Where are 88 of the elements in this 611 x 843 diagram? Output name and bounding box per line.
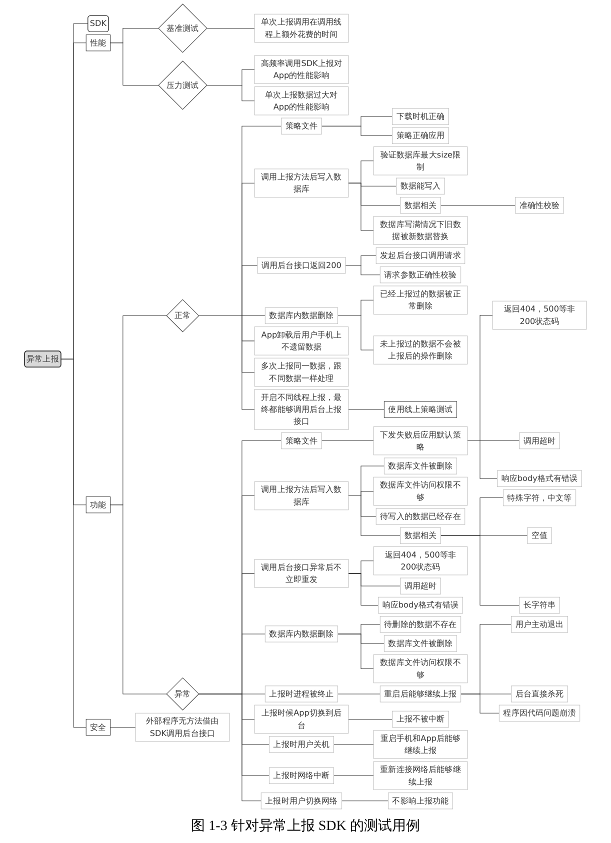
connector — [321, 126, 392, 136]
node-diamond: 异常 — [166, 677, 200, 710]
node-box: 已经上报过的数据被正常删除 — [373, 286, 468, 314]
node-box: 数据库写满情况下旧数据被新数据替换 — [373, 216, 468, 245]
node-box: 上报不被中断 — [392, 710, 449, 728]
node-box: 功能 — [86, 496, 111, 514]
node-box: 空值 — [527, 527, 552, 544]
node-box: 多次上报同一数据，跟不同数据一样处理 — [254, 358, 349, 387]
connector — [348, 409, 384, 410]
node-box: 待删除的数据不存在 — [380, 616, 462, 633]
node-box: 策略正确应用 — [392, 127, 449, 144]
node-box: 响应body格式有错误 — [497, 470, 582, 487]
node-box: 上报时进程被终止 — [264, 686, 338, 702]
connector — [198, 315, 255, 410]
node-box: 未上报过的数据不会被上报后的操作删除 — [373, 336, 468, 364]
node-box: 高频率调用SDK上报对App的性能影响 — [254, 55, 349, 84]
connector — [321, 440, 374, 442]
node-box: 返回404，500等非200状态码 — [373, 546, 468, 576]
node-box: 请求参数正确性校验 — [380, 266, 462, 284]
node-box: 安全 — [86, 718, 111, 736]
node-box: 策略文件 — [281, 118, 322, 134]
node-box: 数据相关 — [400, 196, 441, 214]
connector — [440, 205, 516, 206]
connector — [440, 535, 520, 606]
connector — [334, 744, 374, 745]
connector — [334, 775, 374, 776]
node-box: 调用上报方法后写入数据库 — [254, 168, 349, 198]
node-box: 不影响上报功能 — [388, 792, 454, 810]
node-box: 特殊字符，中文等 — [502, 489, 576, 506]
node-box: 单次上报调用在调用线程上额外花费的时间 — [254, 14, 349, 43]
node-box: 数据库文件被删除 — [384, 635, 458, 652]
connector — [460, 694, 500, 714]
connector — [338, 634, 374, 670]
node-box: 单次上报数据过大对App的性能影响 — [254, 86, 349, 116]
node-box: 数据库文件访问权限不够 — [373, 476, 468, 506]
connector — [198, 694, 262, 802]
node-box: 策略文件 — [281, 432, 322, 450]
node-box: 数据库文件被删除 — [384, 458, 458, 474]
node-box: 数据库内数据删除 — [264, 626, 338, 642]
node-box: 待写入的数据已经存在 — [376, 508, 466, 525]
node-box: 开启不同线程上报，最终都能够调用后台上报接口 — [254, 389, 349, 430]
node-box: 响应body格式有错误 — [378, 596, 463, 614]
connector — [348, 718, 392, 720]
connector — [345, 265, 380, 276]
node-box: 使用线上策略测试 — [384, 401, 458, 418]
node-box: 下发失败后应用默认策略 — [373, 426, 468, 456]
node-box: 重启手机和App后能够继续上报 — [373, 730, 468, 759]
node-box: 后台直接杀死 — [511, 686, 568, 702]
node-box: 数据库文件访问权限不够 — [373, 654, 468, 684]
connector — [342, 800, 388, 802]
node-box: 上报时用户切换网络 — [260, 792, 342, 810]
node-box: App卸载后用户手机上不遗留数据 — [254, 326, 349, 356]
node-box: 数据库内数据删除 — [264, 307, 338, 324]
node-box: 外部程序无方法借由SDK调用后台接口 — [135, 712, 230, 742]
node-box: 调用超时 — [519, 432, 560, 450]
node-box: 调用上报方法后写入数据库 — [254, 481, 349, 510]
node-box: 程序因代码问题崩溃 — [498, 704, 580, 722]
node-box: 数据能写入 — [396, 178, 445, 194]
node-box: 返回404，500等非200状态码 — [492, 300, 587, 330]
node-box: 上报时用户关机 — [268, 736, 334, 753]
connector — [110, 727, 136, 728]
node-box: 调用后台接口异常后不立即重发 — [254, 559, 349, 588]
connector — [348, 573, 378, 606]
node-diamond: 基准测试 — [158, 4, 208, 53]
node-box: 上报时候App切换到后台 — [254, 704, 349, 734]
connector — [110, 42, 159, 86]
connector — [348, 182, 374, 231]
connector — [206, 84, 255, 102]
node-box: 调用超时 — [400, 578, 441, 594]
figure-caption: 图 1-3 针对异常上报 SDK 的测试用例 — [191, 818, 420, 836]
node-box: 准确性校验 — [515, 196, 564, 214]
connector — [338, 315, 374, 350]
node-box: 长字符串 — [519, 596, 560, 614]
node-box: 数据相关 — [400, 527, 441, 544]
node-box: 验证数据库最大size限制 — [373, 146, 468, 176]
connector — [348, 496, 401, 536]
node-box: 重新连接网络后能够继续上报 — [373, 761, 468, 790]
node-box: 上报时网络中断 — [268, 767, 334, 784]
node-box: 发起后台接口调用请求 — [376, 247, 466, 264]
node-box: 调用后台接口返回200 — [257, 256, 346, 274]
node-diamond: 正常 — [166, 299, 200, 332]
node-box: 下载时机正确 — [392, 108, 449, 125]
node-diamond: 压力测试 — [158, 60, 208, 110]
node-box: 用户主动退出 — [511, 616, 568, 633]
node-box: 性能 — [86, 34, 111, 52]
connector — [110, 504, 167, 694]
node-box: 重启后能够继续上报 — [380, 686, 462, 702]
connector — [60, 358, 86, 728]
